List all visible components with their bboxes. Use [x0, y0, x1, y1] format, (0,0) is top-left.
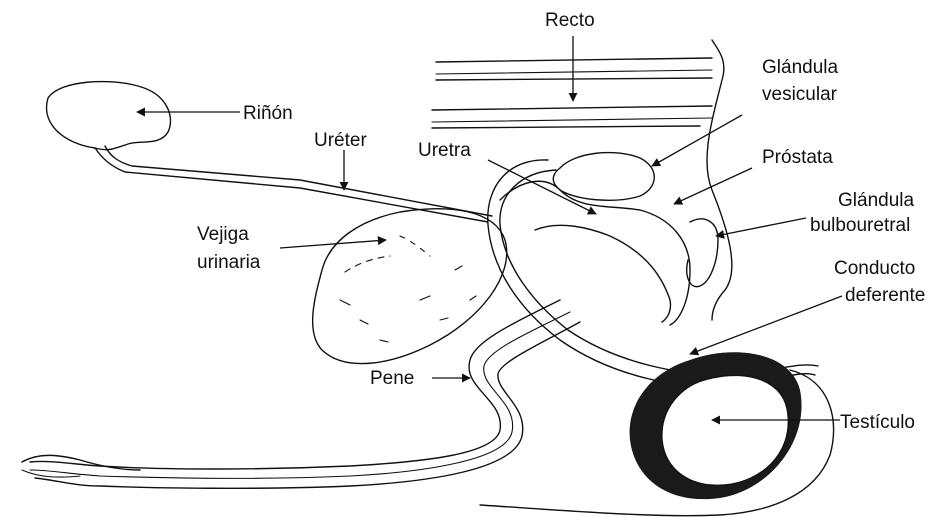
label-recto: Recto [545, 10, 595, 31]
label-glandula-vesicular-line1: Glándula [762, 57, 838, 78]
vas-deferens-drawing [488, 160, 818, 387]
label-conducto-line2: deferente [845, 285, 925, 306]
labels: Recto Glándula vesicular Riñón Uréter Ur… [197, 10, 925, 433]
label-vejiga-line1: Vejiga [197, 224, 249, 245]
label-glandula-bulbouretral-line1: Glándula [838, 190, 914, 211]
arrow-conducto-deferente [690, 296, 842, 354]
testis-drawing [480, 352, 834, 515]
gland-drawing [500, 153, 718, 325]
label-conducto-line1: Conducto [834, 258, 915, 279]
label-testiculo: Testículo [840, 412, 915, 433]
arrow-uretra [488, 160, 596, 214]
arrow-glandula-bulbouretral [716, 218, 806, 236]
label-uretra: Uretra [418, 140, 471, 161]
penis-drawing [22, 300, 580, 488]
label-pene: Pene [370, 368, 414, 389]
label-ureter: Uréter [314, 130, 367, 151]
label-glandula-bulbouretral-line2: bulbouretral [810, 215, 910, 236]
arrow-glandula-vesicular [652, 115, 742, 166]
arrow-vejiga [280, 240, 386, 248]
label-vejiga-line2: urinaria [197, 252, 261, 273]
arrow-prostata [674, 168, 752, 204]
bladder-drawing [313, 209, 507, 364]
label-rinon: Riñón [243, 103, 293, 124]
rectum-drawing [432, 40, 732, 320]
label-glandula-vesicular-line2: vesicular [762, 84, 838, 105]
label-prostata: Próstata [762, 147, 833, 168]
